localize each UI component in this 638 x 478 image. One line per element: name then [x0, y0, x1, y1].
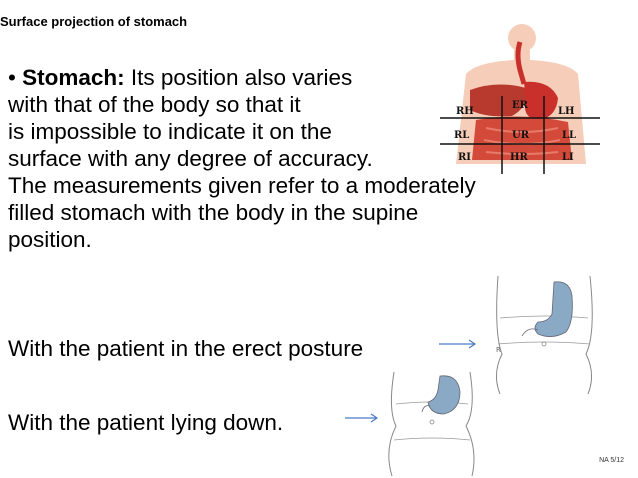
- region-label-ri: RI: [458, 152, 471, 163]
- bullet-dot: •: [8, 65, 23, 90]
- stomach-shape: [524, 81, 558, 120]
- svg-text:R: R: [496, 346, 501, 354]
- lying-down-text: With the patient lying down.: [8, 410, 284, 435]
- slide-title: Surface projection of stomach: [0, 14, 188, 29]
- liver-shape: [470, 84, 527, 117]
- region-label-li: LI: [562, 152, 574, 163]
- head-shape: [508, 24, 536, 52]
- region-label-rl: RL: [454, 130, 469, 141]
- erect-stomach-shape: [534, 281, 573, 337]
- text-line-5: filled stomach with the body in the supi…: [8, 200, 419, 225]
- text-line-2: is impossible to indicate it on the: [8, 119, 332, 144]
- bullet-rest: Its position also varies: [124, 65, 353, 90]
- text-line-3: surface with any degree of accuracy.: [8, 146, 373, 171]
- lying-arrow-icon: [345, 413, 379, 423]
- bullet-stomach: • Stomach: Its position also varies: [8, 64, 352, 91]
- slide-footer: NA 5/12: [599, 457, 624, 464]
- region-label-ll: LL: [562, 130, 576, 141]
- region-label-lh: LH: [558, 106, 574, 117]
- bullet-term: Stomach:: [22, 65, 125, 90]
- text-line-6: position.: [8, 227, 92, 252]
- erect-stomach-figure: R: [496, 275, 593, 395]
- erect-arrow-icon: [439, 339, 477, 349]
- region-label-er: ER: [512, 100, 529, 111]
- lying-stomach-shape: [427, 375, 461, 415]
- region-label-rh: RH: [456, 106, 474, 117]
- region-label-ur: UR: [512, 130, 530, 141]
- text-line-4: The measurements given refer to a modera…: [8, 173, 476, 198]
- intestine-shape: [472, 116, 572, 160]
- abdominal-regions-figure: RH ER LH RL UR LL RI HR LI: [440, 24, 600, 174]
- lying-stomach-figure: [388, 371, 475, 477]
- text-line-1: with that of the body so that it: [8, 92, 301, 117]
- erect-posture-text: With the patient in the erect posture: [8, 336, 364, 361]
- region-label-hr: HR: [510, 152, 528, 163]
